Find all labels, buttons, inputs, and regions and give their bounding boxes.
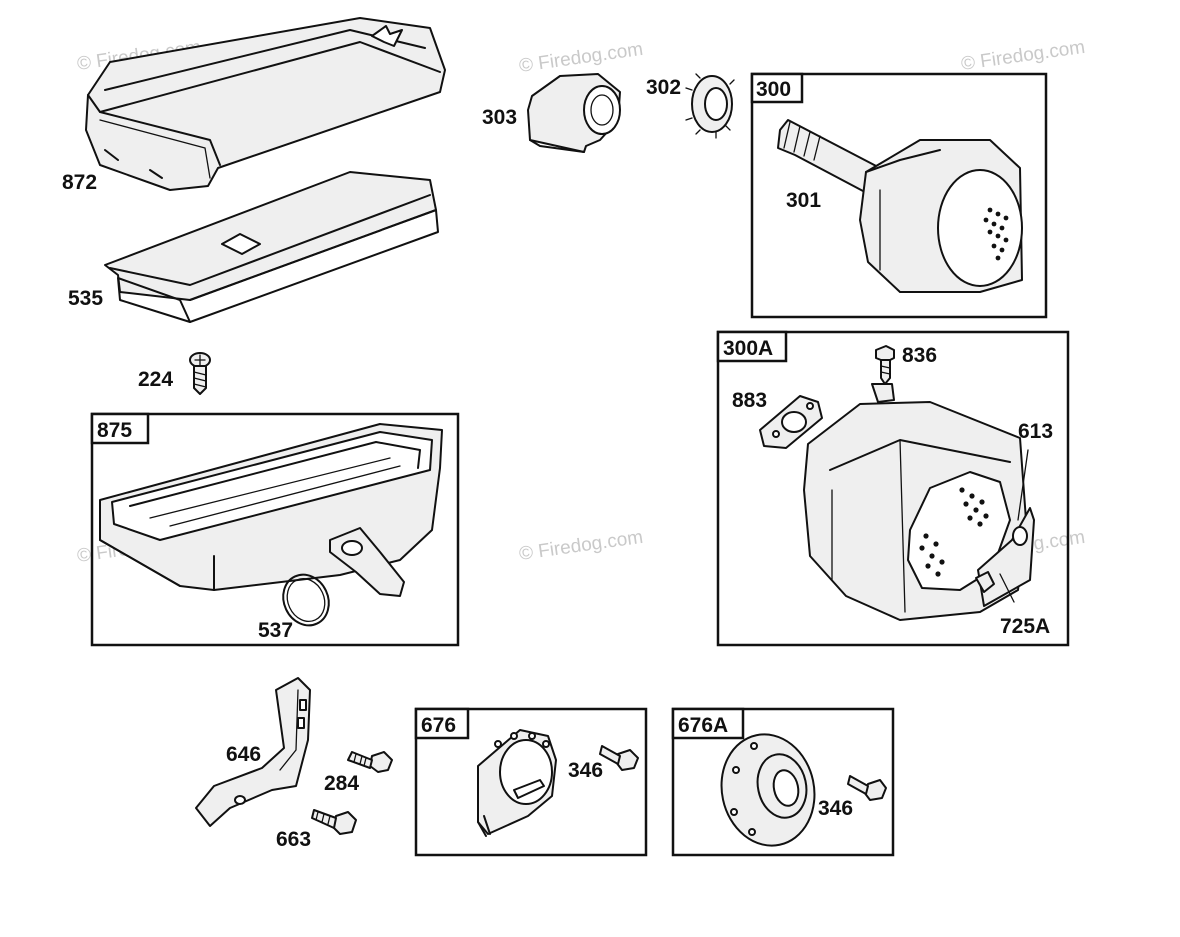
watermark-top-right: © Firedog.com: [960, 37, 1087, 75]
box-676-frame: [414, 707, 648, 857]
part-label-646: 646: [226, 743, 261, 766]
box-676A-frame: [671, 707, 895, 857]
box-300A-frame: [716, 330, 1070, 647]
bracket-646-drawing: [195, 677, 311, 827]
box-label-300: 300: [756, 78, 791, 101]
part-label-535: 535: [68, 287, 103, 310]
air-cleaner-cover-drawing: [85, 17, 446, 191]
box-300-frame: [750, 72, 1048, 319]
air-cleaner-base-drawing: [99, 423, 443, 597]
deflector-676-drawing: [477, 729, 557, 837]
screw-346-a-drawing: [599, 745, 639, 771]
gasket-883-drawing: [759, 395, 823, 449]
part-label-883: 883: [732, 389, 767, 412]
o-ring-537-drawing: [282, 573, 330, 627]
part-label-224: 224: [138, 368, 173, 391]
part-label-303: 303: [482, 106, 517, 129]
muffler-300-perforation: [983, 207, 1009, 261]
box-label-676A: 676A: [678, 714, 728, 737]
part-label-663: 663: [276, 828, 311, 851]
part-label-537: 537: [258, 619, 293, 642]
part-label-284: 284: [324, 772, 359, 795]
muffler-300A-perforation: [919, 487, 989, 577]
screw-836-drawing: [875, 345, 895, 385]
part-label-872: 872: [62, 171, 97, 194]
muffler-300-drawing: [777, 119, 1023, 293]
box-label-300A: 300A: [723, 337, 773, 360]
screw-284-drawing: [347, 751, 393, 773]
part-label-346-a: 346: [568, 759, 603, 782]
part-label-346-b: 346: [818, 797, 853, 820]
part-label-725A: 725A: [1000, 615, 1050, 638]
air-filter-element-drawing: [104, 171, 439, 323]
watermark-top-center: © Firedog.com: [518, 39, 645, 77]
part-label-836: 836: [902, 344, 937, 367]
muffler-300A-drawing: [803, 383, 1035, 621]
part-label-302: 302: [646, 76, 681, 99]
box-label-875: 875: [97, 419, 132, 442]
screw-224-drawing: [189, 352, 211, 395]
box-875-frame: [90, 412, 460, 647]
part-label-301: 301: [786, 189, 821, 212]
screw-346-b-drawing: [847, 775, 887, 801]
flange-676A-drawing: [720, 733, 816, 847]
screw-663-drawing: [311, 809, 357, 835]
watermark-mid-center: © Firedog.com: [518, 527, 645, 565]
box-label-676: 676: [421, 714, 456, 737]
part-label-613: 613: [1018, 420, 1053, 443]
lock-nut-drawing: [685, 73, 735, 139]
elbow-fitting-drawing: [527, 73, 621, 153]
